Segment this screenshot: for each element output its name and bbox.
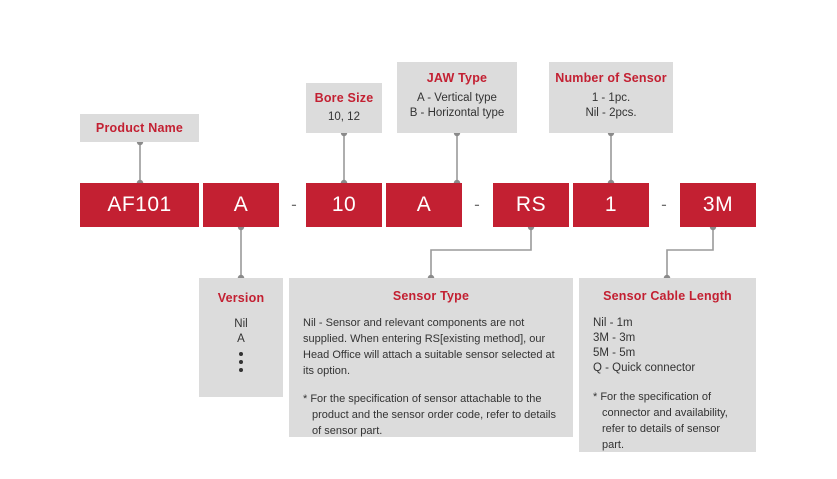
callout-jaw-type: JAW Type A - Vertical type B - Horizonta…: [397, 62, 517, 133]
callout-sensor-cable-length-title: Sensor Cable Length: [603, 289, 732, 303]
code-segment-bore-size-label: 10: [331, 193, 357, 216]
callout-sensor-cable-length-line-0: Nil - 1m: [593, 317, 633, 329]
callout-sensor-type-title: Sensor Type: [392, 289, 470, 303]
code-segment-jaw-type[interactable]: A: [386, 183, 462, 227]
callout-number-of-sensor-title: Number of Sensor: [555, 71, 667, 85]
callout-version: Version Nil A: [199, 278, 283, 397]
code-segment-product-name-label: AF101: [107, 193, 172, 216]
callout-sensor-type-note: * For the specification of sensor attach…: [303, 393, 556, 437]
callout-product-name: Product Name: [80, 114, 199, 142]
callout-sensor-cable-length-line-1: 3M - 3m: [593, 332, 636, 344]
code-segment-number-of-sensor[interactable]: 1: [573, 183, 649, 227]
callout-sensor-cable-length-line-3: Q - Quick connector: [593, 362, 696, 374]
callout-number-of-sensor-line-1: Nil - 2pcs.: [585, 107, 637, 119]
callout-sensor-type: Sensor Type Nil - Sensor and relevant co…: [289, 278, 573, 437]
code-segment-version[interactable]: A: [203, 183, 279, 227]
callout-jaw-type-line-1: B - Horizontal type: [409, 107, 505, 119]
callout-version-line-0: Nil: [234, 318, 248, 330]
callout-version-line-1: A: [237, 333, 245, 345]
code-segment-sensor-type[interactable]: RS: [493, 183, 569, 227]
code-segment-jaw-type-label: A: [416, 193, 432, 216]
callout-sensor-type-paragraph: Nil - Sensor and relevant components are…: [303, 317, 555, 377]
callout-bore-size: Bore Size 10, 12: [306, 83, 382, 133]
callout-sensor-cable-length: Sensor Cable Length Nil - 1m 3M - 3m 5M …: [579, 278, 756, 452]
code-segment-sensor-type-label: RS: [515, 193, 547, 216]
code-segment-product-name[interactable]: AF101: [80, 183, 199, 227]
callout-bore-size-title: Bore Size: [314, 91, 374, 105]
callout-sensor-cable-length-line-2: 5M - 5m: [593, 347, 636, 359]
callout-version-title: Version: [217, 291, 265, 305]
code-separator-3: -: [661, 195, 667, 214]
callout-number-of-sensor-line-0: 1 - 1pc.: [591, 92, 631, 104]
code-segment-number-of-sensor-label: 1: [604, 193, 618, 216]
vertical-ellipsis-icon: [239, 352, 243, 372]
callout-number-of-sensor: Number of Sensor 1 - 1pc. Nil - 2pcs.: [549, 62, 673, 133]
code-separator-2: -: [474, 195, 480, 214]
callout-jaw-type-line-0: A - Vertical type: [417, 92, 497, 104]
code-separator-1: -: [291, 195, 297, 214]
code-segment-sensor-cable-length-label: 3M: [702, 193, 734, 216]
code-segment-bore-size[interactable]: 10: [306, 183, 382, 227]
callout-bore-size-line-0: 10, 12: [328, 111, 360, 123]
code-segment-sensor-cable-length[interactable]: 3M: [680, 183, 756, 227]
callout-jaw-type-title: JAW Type: [426, 71, 488, 85]
callout-product-name-title: Product Name: [95, 121, 184, 135]
callout-sensor-cable-length-note: * For the specification of connector and…: [593, 391, 728, 451]
code-segment-version-label: A: [233, 193, 249, 216]
